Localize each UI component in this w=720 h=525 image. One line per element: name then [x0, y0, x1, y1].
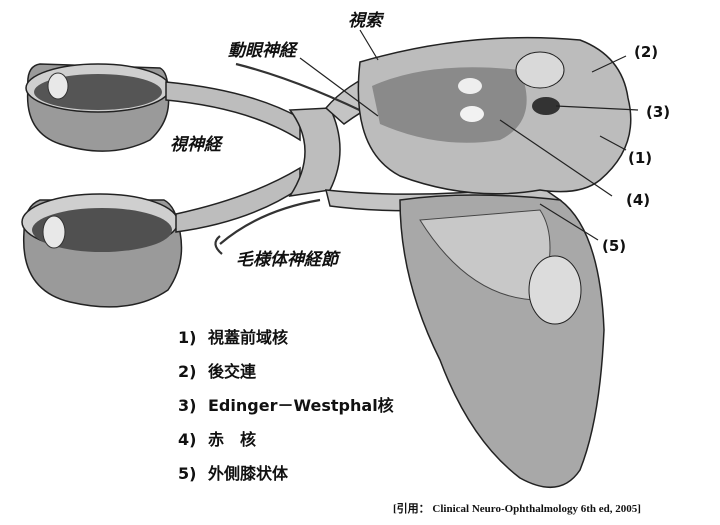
- marker-2: (2): [634, 43, 658, 61]
- marker-1: (1): [628, 149, 652, 167]
- optic-nerves: [166, 82, 340, 232]
- legend-item-1: 1)視蓋前域核: [178, 324, 394, 358]
- marker-3: (3): [646, 103, 670, 121]
- citation: [引用： Clinical Neuro-Ophthalmology 6th ed…: [393, 500, 641, 516]
- legend-number: 3): [178, 392, 208, 420]
- legend-number: 2): [178, 358, 208, 386]
- marker-5: (5): [602, 237, 626, 255]
- legend-text: 赤 核: [208, 430, 256, 449]
- label-optic-nerve: 視神経: [170, 130, 221, 155]
- legend-number: 5): [178, 460, 208, 488]
- lower-eyeball: [22, 194, 182, 307]
- legend-number: 4): [178, 426, 208, 454]
- legend-text: Edinger－Westphal核: [208, 396, 394, 415]
- brainstem: [400, 195, 604, 487]
- marker-4: (4): [626, 191, 650, 209]
- label-oculomotor-nerve: 動眼神経: [228, 36, 296, 61]
- label-ciliary-ganglion: 毛様体神経節: [236, 245, 338, 270]
- legend-text: 視蓋前域核: [208, 328, 288, 347]
- legend-item-5: 5)外側膝状体: [178, 460, 394, 494]
- legend-item-4: 4)赤 核: [178, 426, 394, 460]
- upper-eyeball: [26, 64, 170, 151]
- legend: 1)視蓋前域核 2)後交連 3)Edinger－Westphal核 4)赤 核 …: [178, 324, 394, 494]
- legend-text: 外側膝状体: [208, 464, 288, 483]
- legend-item-2: 2)後交連: [178, 358, 394, 392]
- midbrain: [358, 38, 630, 194]
- label-optic-tract: 視索: [348, 6, 382, 31]
- legend-text: 後交連: [208, 362, 256, 381]
- legend-number: 1): [178, 324, 208, 352]
- legend-item-3: 3)Edinger－Westphal核: [178, 392, 394, 426]
